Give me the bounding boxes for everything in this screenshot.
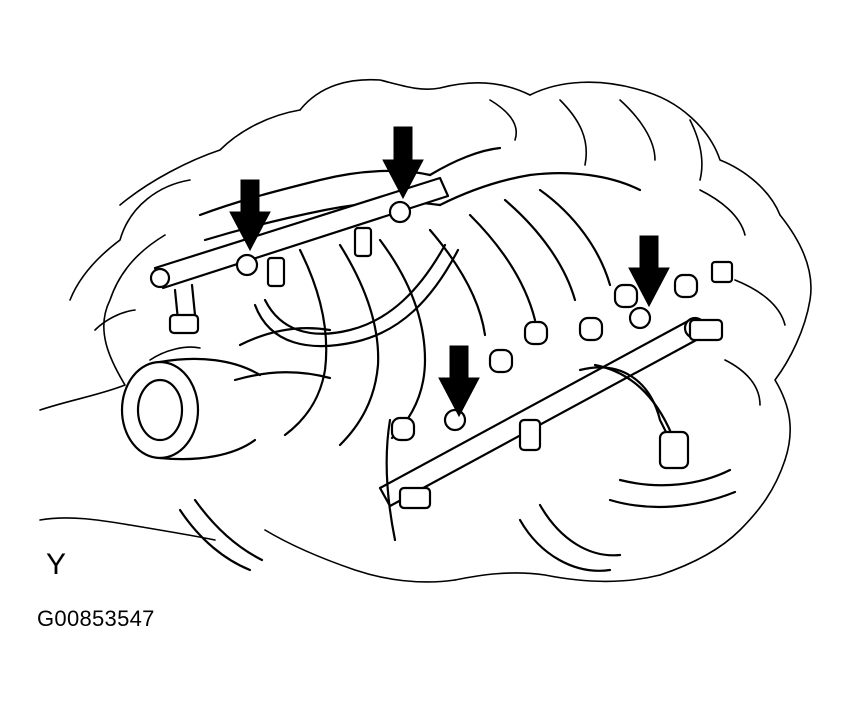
fuel-hoses [253,243,690,542]
down-arrow-icon [438,345,480,418]
throttle-body [120,357,262,461]
front-fuel-rail [378,260,734,510]
engine-outline [39,78,812,583]
down-arrow-icon [229,179,271,252]
down-arrow-icon [382,126,424,200]
figure-id: G00853547 [37,606,155,631]
down-arrow-icon [628,235,670,308]
lower-hoses [178,468,737,572]
callout-arrows [229,126,670,418]
view-label: Y [46,548,67,581]
cap-bolts [390,273,699,442]
rear-fuel-rail [149,176,450,335]
